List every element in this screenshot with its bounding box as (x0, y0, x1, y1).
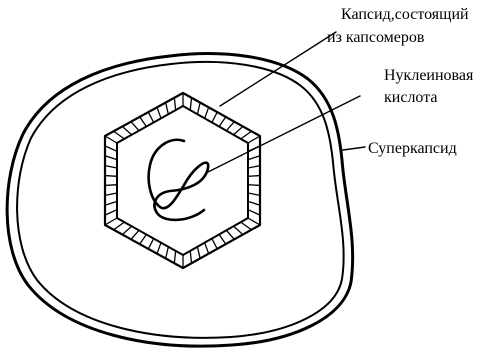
capsomer-tick (166, 247, 169, 259)
capsomer-tick (105, 136, 117, 143)
capsomer-tick (105, 156, 117, 160)
capsomer-tick (205, 107, 209, 118)
capsomer-tick (248, 166, 260, 168)
capsomer-tick (105, 210, 117, 215)
capsid-label-line2: из капсомеров (327, 29, 425, 46)
capsid (105, 93, 260, 268)
capsomer-tick (140, 234, 147, 244)
capsomer-tick (219, 117, 226, 127)
capsomer-tick (248, 210, 260, 215)
capsomer-tick (105, 193, 117, 195)
nucleic-acid-strand (149, 140, 209, 220)
capsomer-tick (166, 103, 169, 115)
supercapsid-label: Суперкапсид (368, 140, 457, 157)
capsomer-tick (190, 98, 191, 110)
capsomer-band (105, 93, 260, 268)
capsomer-tick (248, 136, 260, 143)
capsomer-tick (105, 201, 117, 205)
capsid-leader-line (220, 32, 336, 106)
capsomer-tick (248, 218, 260, 225)
capsomer-tick (140, 117, 147, 127)
capsomer-tick (131, 122, 139, 131)
nucleic-acid-label-line1: Нуклеиновая (384, 67, 474, 84)
capsomer-tick (190, 251, 191, 263)
supercapsid-envelope (7, 54, 353, 347)
capsomer-tick (148, 112, 153, 122)
capsomer-tick (234, 126, 243, 134)
capsomer-tick (157, 243, 161, 254)
capsomer-tick (197, 247, 200, 259)
capsomer-tick (212, 239, 217, 249)
capsomer-tick (248, 193, 260, 195)
capsid-label-line1: Капсид,состоящий (341, 6, 469, 23)
capsomer-tick (122, 126, 131, 134)
capsomer-tick (248, 156, 260, 160)
supercapsid-outer-outline (7, 54, 353, 347)
capsomer-tick (114, 131, 125, 139)
capsomer-tick (105, 185, 117, 186)
capsomer-tick (241, 222, 252, 230)
capsomer-tick (131, 230, 139, 239)
capsomer-tick (157, 107, 161, 118)
capsomer-tick (205, 243, 209, 254)
capsomer-tick (105, 176, 117, 177)
capsomer-tick (241, 131, 252, 139)
supercapsid-leader-line (343, 147, 365, 150)
capsomer-tick (248, 201, 260, 205)
capsomer-tick (248, 185, 260, 186)
capsomer-tick (105, 146, 117, 151)
capsomer-tick (234, 226, 243, 234)
capsomer-tick (122, 226, 131, 234)
capsomer-tick (212, 112, 217, 122)
capsid-outer-edge (105, 93, 260, 268)
capsomer-tick (174, 98, 175, 110)
capsomer-tick (105, 218, 117, 225)
supercapsid-inner-outline (17, 62, 344, 338)
capsomer-tick (226, 122, 234, 131)
nucleic-acid-label-line2: кислота (384, 89, 438, 106)
capsomer-tick (174, 251, 175, 263)
capsomer-tick (197, 103, 200, 115)
capsomer-tick (248, 176, 260, 177)
capsomer-tick (105, 166, 117, 168)
capsomer-tick (219, 234, 226, 244)
capsomer-tick (148, 239, 153, 249)
capsomer-tick (114, 222, 125, 230)
capsomer-tick (226, 230, 234, 239)
